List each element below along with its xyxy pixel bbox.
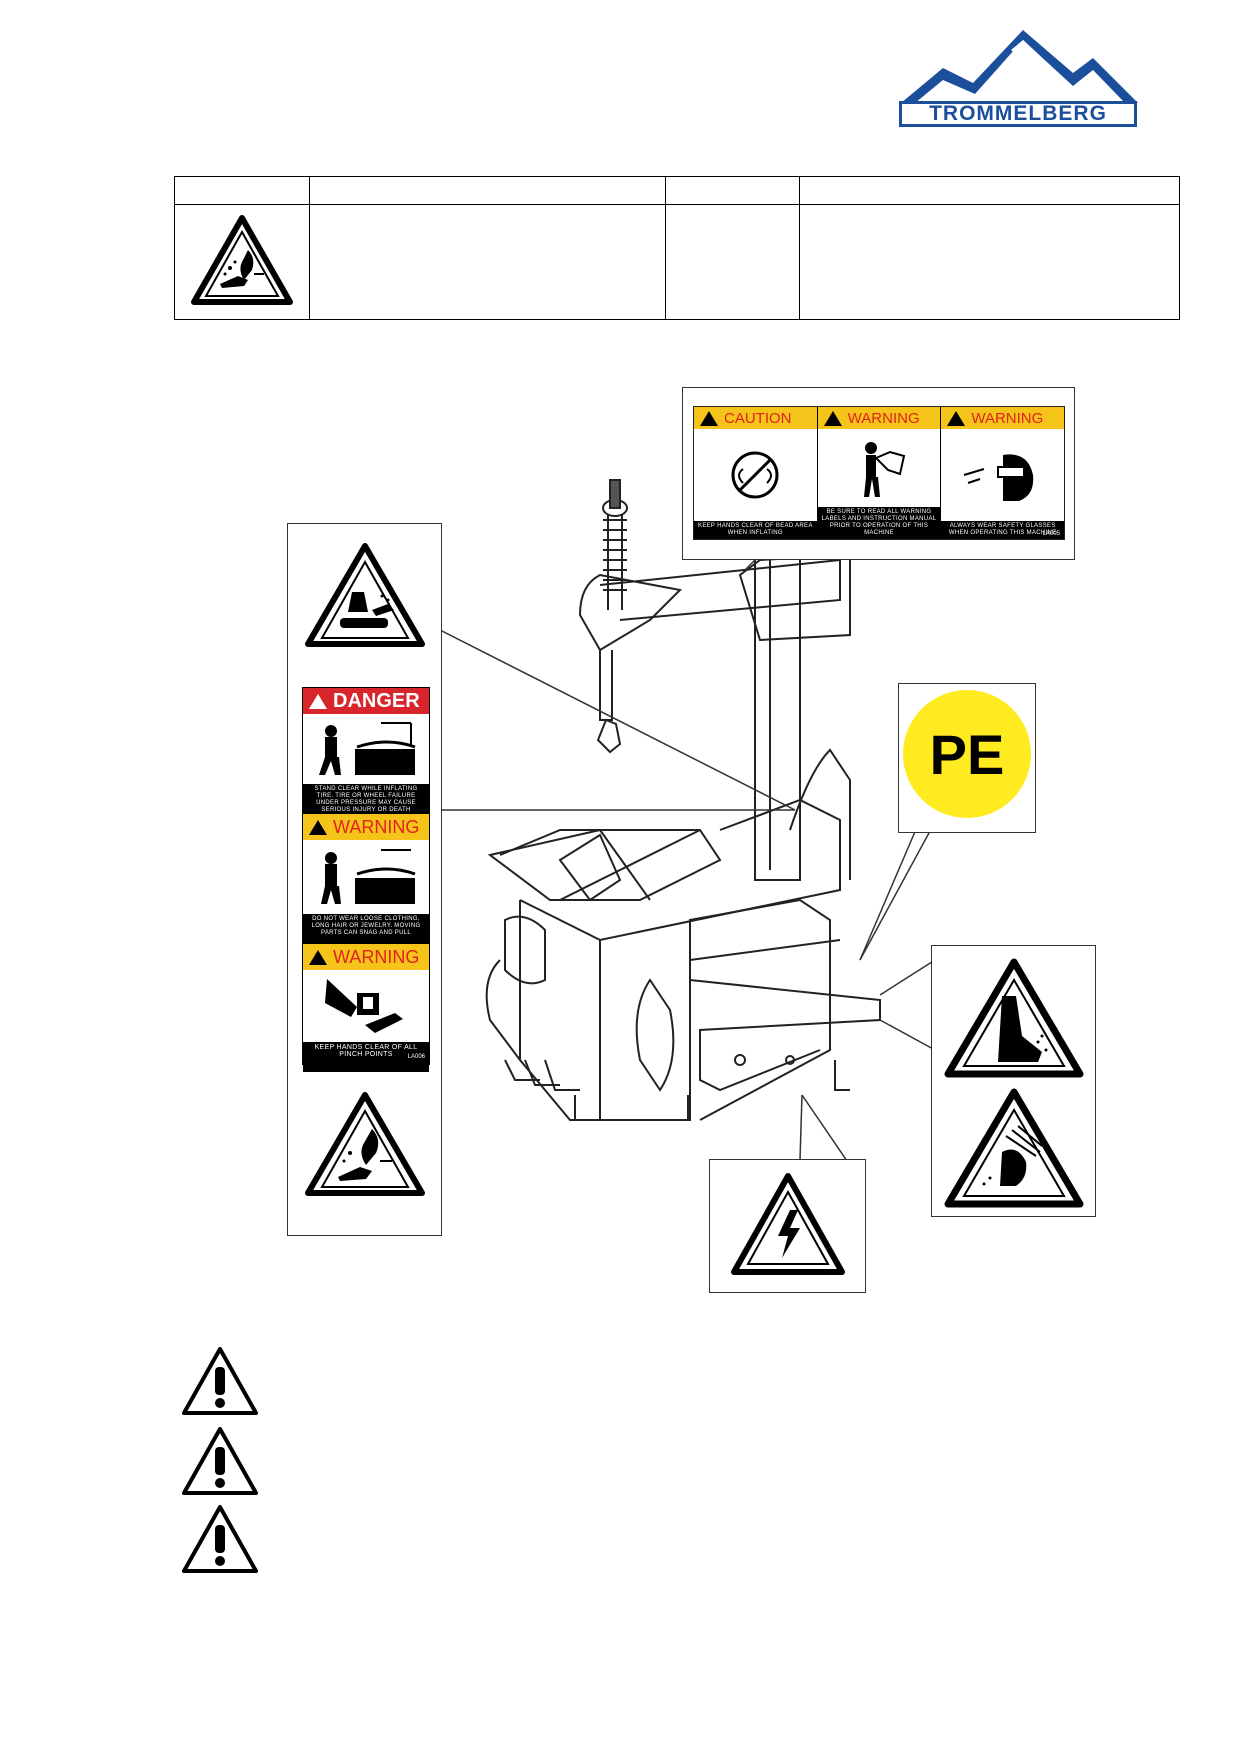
read-manual-text: BE SURE TO READ ALL WARNING LABELS AND I…	[817, 507, 941, 539]
warning-header-2: WARNING	[303, 944, 429, 970]
hand-crush-warning-icon	[305, 1092, 425, 1196]
warning-triangle-icon	[947, 410, 966, 426]
symbol-table	[174, 176, 1180, 320]
warning-heading: WARNING	[333, 816, 420, 837]
safety-glasses-text: ALWAYS WEAR SAFETY GLASSES WHEN OPERATIN…	[941, 521, 1065, 539]
brand-name: TROMMELBERG	[899, 101, 1137, 127]
hand-crush-warning-icon	[191, 214, 293, 305]
left-label-box: DANGER STAND CLEAR WHILE INFLATING TIRE.…	[287, 523, 442, 1236]
read-manual-panel: WARNING BE SURE TO READ ALL WARNING LABE…	[817, 407, 942, 539]
table-header-cell	[309, 176, 666, 205]
caution-warning-label: CAUTION KEEP HANDS CLEAR OF BEAD AREA WH…	[693, 406, 1065, 540]
danger-text: STAND CLEAR WHILE INFLATING TIRE. TIRE O…	[303, 784, 429, 814]
danger-header: DANGER	[303, 688, 429, 714]
table-header-cell	[174, 176, 310, 205]
table-header-cell	[665, 176, 800, 205]
loose-clothing-text: DO NOT WEAR LOOSE CLOTHING, LONG HAIR OR…	[303, 914, 429, 944]
warning-exclamation-icon	[182, 1427, 258, 1495]
no-hands-bead-icon	[731, 451, 779, 499]
hand-injury-warning-icon	[305, 543, 425, 647]
trommelberg-logo: TROMMELBERG	[893, 28, 1143, 133]
table-symbol-cell	[174, 204, 310, 320]
electric-shock-warning-icon	[731, 1173, 845, 1275]
electric-label-box	[709, 1159, 866, 1293]
table-cell	[309, 204, 666, 320]
warning-triangle-icon	[823, 410, 842, 426]
pinch-text: KEEP HANDS CLEAR OF ALL PINCH POINTS	[303, 1042, 429, 1072]
warning-heading: WARNING	[333, 946, 420, 967]
read-manual-person-icon	[864, 442, 906, 497]
pe-label-box: PE	[898, 683, 1036, 833]
pinch-point-icon	[325, 979, 403, 1033]
tire-explosion-icon	[319, 722, 416, 775]
warning-pictogram	[303, 840, 429, 914]
label-code: LA005	[1042, 531, 1060, 537]
caution-text: KEEP HANDS CLEAR OF BEAD AREA WHEN INFLA…	[694, 521, 817, 539]
warning-header: WARNING	[303, 814, 429, 840]
danger-heading: DANGER	[333, 689, 420, 712]
caution-heading: CAUTION	[724, 409, 792, 427]
loose-clothing-icon	[321, 849, 416, 904]
safety-glasses-head-icon	[963, 454, 1033, 501]
safety-glasses-panel: WARNING ALWAYS WEAR SAFETY GLASSES WHEN …	[941, 407, 1065, 539]
caution-warning-label-box: CAUTION KEEP HANDS CLEAR OF BEAD AREA WH…	[682, 387, 1075, 560]
label-code: LA006	[407, 1054, 425, 1060]
mountain-logo-icon	[901, 30, 1138, 103]
foot-crush-warning-icon	[944, 958, 1084, 1078]
right-label-box	[931, 945, 1096, 1217]
table-cell	[799, 204, 1180, 320]
warning-heading: WARNING	[847, 409, 920, 427]
table-header-cell	[799, 176, 1180, 205]
warning-exclamation-icon	[182, 1347, 258, 1415]
table-cell	[665, 204, 800, 320]
tire-changer-illustration	[439, 479, 956, 1181]
warning-heading: WARNING	[971, 409, 1044, 427]
danger-pictogram	[303, 714, 429, 784]
danger-warning-label: DANGER STAND CLEAR WHILE INFLATING TIRE.…	[302, 687, 430, 1072]
warning-triangle-icon	[700, 410, 718, 426]
eye-injury-warning-icon	[944, 1088, 1084, 1208]
warning-exclamation-icon	[182, 1505, 258, 1573]
caution-panel: CAUTION KEEP HANDS CLEAR OF BEAD AREA WH…	[694, 407, 818, 539]
pinch-pictogram	[303, 970, 429, 1042]
pe-ground-label: PE	[903, 690, 1031, 818]
